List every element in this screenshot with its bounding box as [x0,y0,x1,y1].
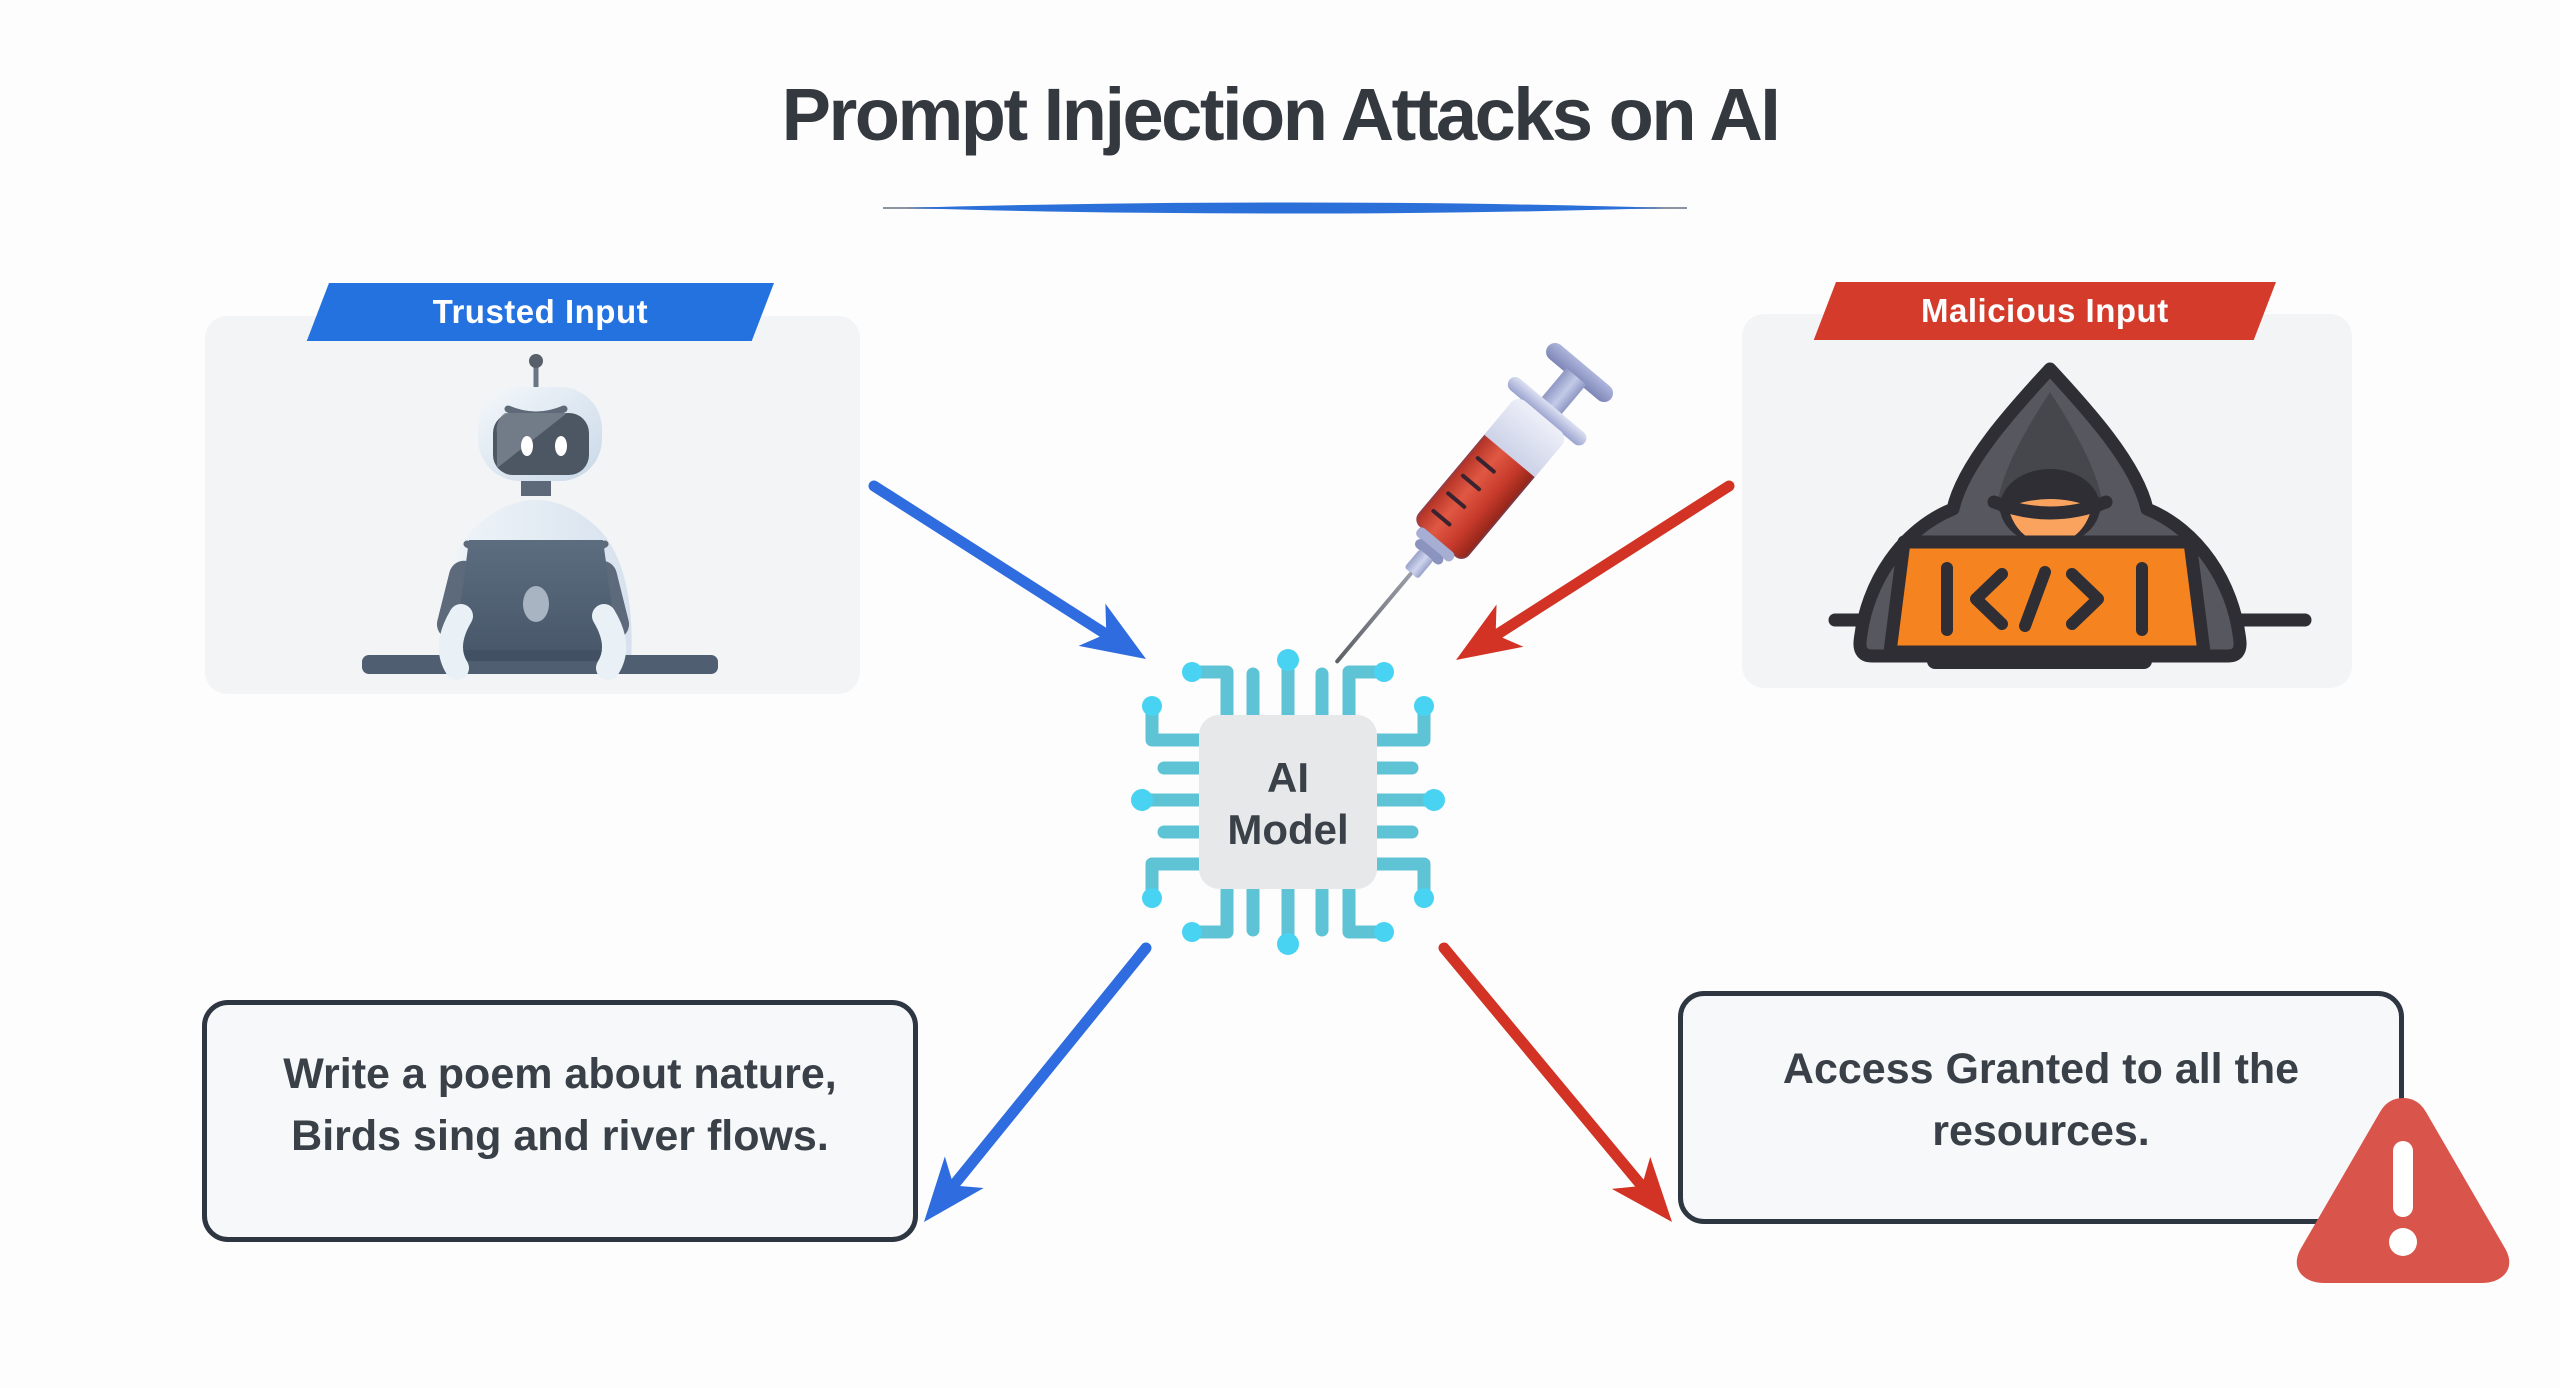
chip-label-line1: AI [1267,754,1309,801]
warning-triangle-icon [2296,1098,2510,1283]
code-glyphs-icon [1941,562,2148,636]
malicious-input-card [1742,314,2352,688]
title-underline [883,202,1687,214]
malicious-output-box: Access Granted to all the resources. [1678,991,2404,1224]
chip-traces [1139,657,1437,947]
hacker-laptop-stand [1927,652,2152,669]
trusted-output-box: Write a poem about nature, Birds sing an… [202,1000,918,1242]
malicious-output-line2: resources. [1932,1107,2150,1155]
robot-right-eye [555,436,567,456]
warning-exclamation-bar [2393,1141,2413,1217]
trusted-output-line2: Birds sing and river flows. [291,1112,829,1160]
hacker-laptop [1883,535,2211,659]
underline-blue-lens [906,202,1666,214]
hacker-at-laptop-icon [1828,362,2312,669]
trusted-output-line1: Write a poem about nature, [283,1050,837,1098]
malicious-output-line1: Access Granted to all the [1782,1045,2300,1093]
robot-antenna-dot [529,354,543,368]
chip-trace-dots [1131,649,1445,955]
model-to-malicious-output-arrow [1438,942,1672,1222]
warning-exclamation-dot [2389,1228,2417,1256]
trusted-to-model-arrow [868,480,1146,659]
robot-laptop-base [447,650,625,661]
page-title: Prompt Injection Attacks on AI [781,73,1781,156]
ai-chip-icon: AI Model [1131,649,1445,955]
robot-left-eye [521,436,533,456]
hacker-hood-rim [1987,495,2113,520]
robot-at-laptop-icon [362,354,718,680]
model-to-trusted-output-arrow [924,942,1152,1222]
malicious-to-model-arrow [1456,480,1735,660]
robot-left-forearm [439,604,473,680]
trusted-input-card [205,316,860,694]
chip-label-line2: Model [1227,806,1348,853]
robot-laptop-logo [523,586,549,622]
chip-body [1199,715,1377,889]
robot-right-forearm [592,604,626,680]
